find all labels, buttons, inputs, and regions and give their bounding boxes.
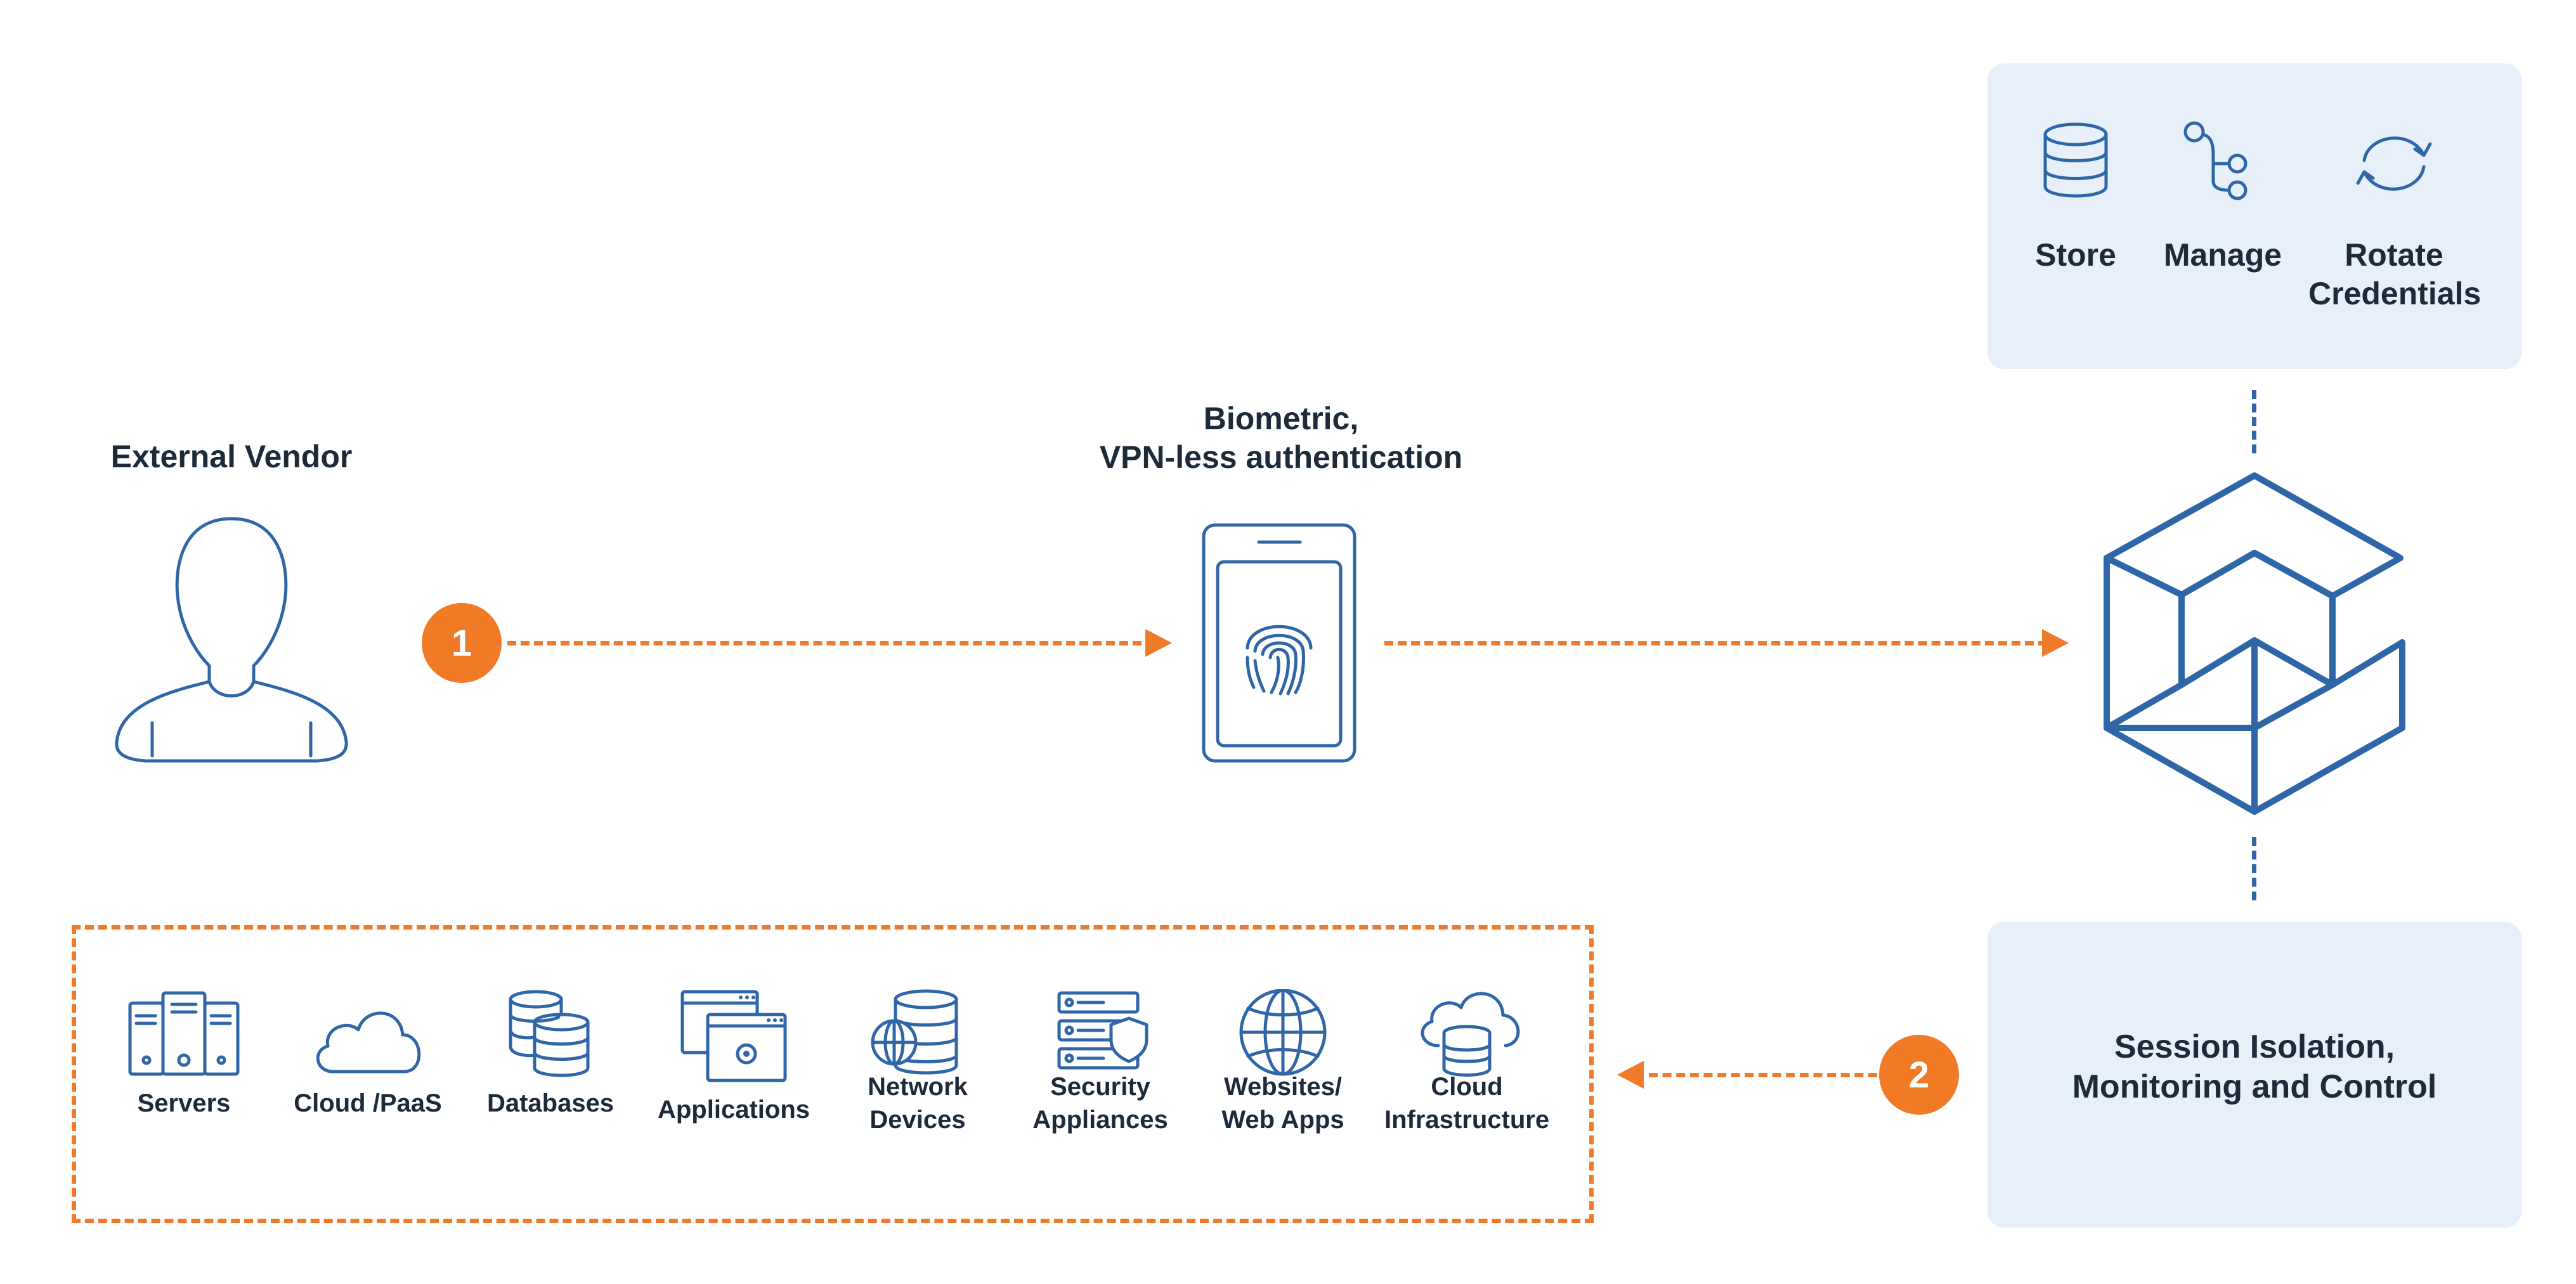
cloud-icon: [316, 1011, 421, 1073]
session-label-line1: Session Isolation,: [2114, 1028, 2395, 1065]
connector-vendor-to-auth: [507, 641, 1142, 645]
resource-databases: Databases: [468, 989, 633, 1120]
session-panel: [1987, 922, 2521, 1228]
connector-auth-to-hub: [1384, 641, 2047, 645]
databases-icon: [509, 990, 590, 1077]
resource-security-appliances: Security Appliances: [1018, 989, 1183, 1136]
auth-label-line1: Biometric,: [1203, 401, 1359, 436]
connector-panel-to-hub: [2252, 390, 2256, 453]
session-label: Session Isolation, Monitoring and Contro…: [2000, 1027, 2509, 1108]
rotate-icon: [2356, 136, 2432, 191]
resource-cloud-infrastructure: Cloud Infrastructure: [1384, 980, 1549, 1136]
resources-box: [72, 925, 1594, 1223]
arrow-right-icon: [2042, 629, 2069, 657]
connector-session-to-resources: [1649, 1073, 1877, 1077]
resource-label: Databases: [486, 1089, 615, 1117]
capability-store-label: Store: [2035, 237, 2116, 273]
network-devices-icon: [871, 989, 958, 1075]
arrow-right-icon: [1145, 629, 1172, 657]
capability-rotate-credentials-label: Rotate Credentials: [2308, 237, 2482, 311]
security-appliances-icon: [1057, 991, 1148, 1070]
resource-servers: Servers: [101, 989, 266, 1120]
resource-label: Cloud Infrastructure: [1384, 1073, 1550, 1134]
resource-label: Cloud /PaaS: [294, 1089, 442, 1117]
step-2-badge: 2: [1879, 1035, 1959, 1115]
user-icon: [115, 517, 348, 763]
arrow-left-icon: [1617, 1061, 1644, 1089]
branch-icon: [2183, 121, 2247, 200]
applications-icon: [680, 990, 787, 1082]
session-label-line2: Monitoring and Control: [2072, 1068, 2437, 1106]
resource-label: Servers: [137, 1089, 231, 1117]
resource-applications: Applications: [651, 989, 816, 1126]
connector-hub-to-session: [2252, 837, 2256, 900]
resource-label: Security Appliances: [1032, 1073, 1168, 1134]
auth-label-line2: VPN-less authentication: [1099, 439, 1463, 475]
resource-label: Websites/ Web Apps: [1221, 1073, 1344, 1134]
globe-icon: [1239, 989, 1327, 1076]
fingerprint-phone-icon: [1202, 523, 1356, 763]
resource-label: Applications: [657, 1096, 810, 1124]
resource-label: Network Devices: [868, 1073, 968, 1134]
vendor-label: External Vendor: [110, 439, 353, 474]
auth-label: Biometric, VPN-less authentication: [1015, 399, 1547, 477]
capabilities-panel: [1987, 63, 2521, 369]
resource-cloud-paas: Cloud /PaaS: [285, 989, 450, 1120]
resource-websites-web-apps: Websites/ Web Apps: [1200, 989, 1365, 1136]
capability-manage-label: Manage: [2163, 237, 2282, 273]
database-icon: [2043, 122, 2108, 198]
servers-icon: [128, 991, 240, 1076]
hub-logo-icon: [2104, 472, 2405, 815]
step-1-badge: 1: [422, 603, 502, 683]
cloud-infrastructure-icon: [1421, 992, 1520, 1077]
resource-network-devices: Network Devices: [835, 989, 1000, 1136]
